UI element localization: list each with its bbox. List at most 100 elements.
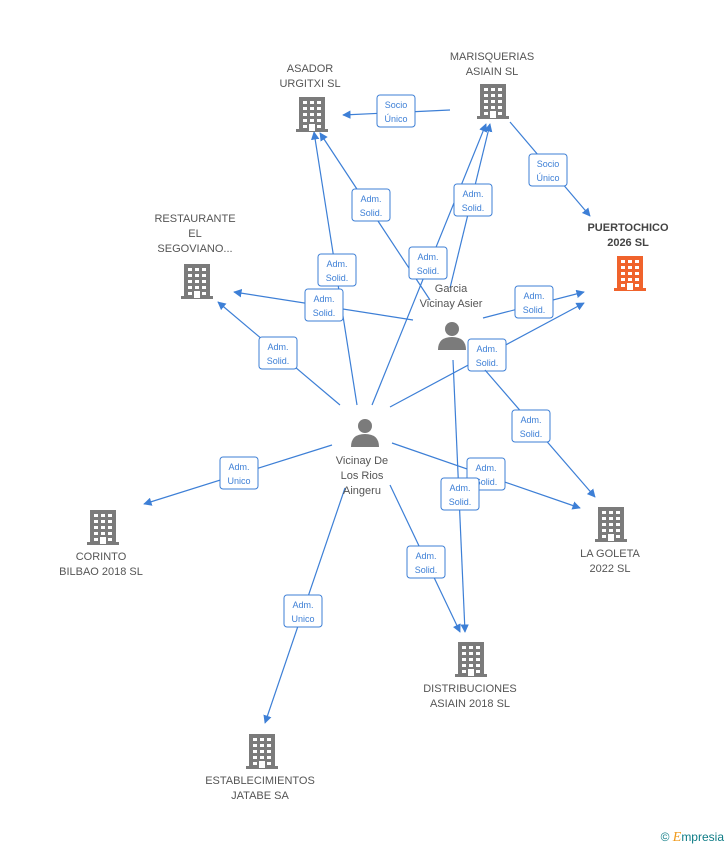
company-name: URGITXI SL [279,78,340,90]
edge-label-text: Adm. [360,194,381,204]
edge-label-text: Adm. [462,189,483,199]
edge-vicinay-to-distribuciones: Adm.Solid. [389,484,461,633]
company-name: LA GOLETA [580,548,640,560]
edge-label-text: Adm. [523,291,544,301]
edge-label-text: Adm. [228,462,249,472]
edge-label-text: Adm. [449,483,470,493]
edge-label-box [351,188,391,222]
company-name: BILBAO 2018 SL [59,566,143,578]
edge-label-text: Adm. [267,342,288,352]
edge-label-text: Solid. [417,266,440,276]
company-name: SEGOVIANO... [157,243,232,255]
person-icon [438,322,466,350]
edge-label-text: Solid. [267,356,290,366]
edge-label-text: Unico [227,476,250,486]
building-icon [455,642,487,677]
company-name: ESTABLECIMIENTOS [205,775,315,787]
edge-garcia-to-puertochico: Adm. Solid. [482,285,585,319]
edge-label-box [528,153,568,187]
person-icon [351,419,379,447]
edge-garcia-to-restaurante: Adm. Solid. [233,288,414,322]
edge-label-box [283,594,323,628]
company-node-asador[interactable]: ASADOR URGITXI SL [279,63,341,132]
company-name: ASIAIN 2018 SL [430,698,510,710]
person-name: Garcia [435,283,468,295]
edge-label-text: Solid. [449,497,472,507]
company-name: PUERTOCHICO [587,222,669,234]
building-icon [87,510,119,545]
person-name: Los Rios [341,470,384,482]
edge-vicinay-to-establecimientos: Adm.Unico [263,487,346,724]
empresia-watermark: © Empresia [661,830,724,846]
edge-label-text: Único [384,114,407,124]
edge-label-box [219,456,259,490]
company-node-goleta[interactable]: LA GOLETA 2022 SL [580,507,641,575]
edge-label-box [440,477,480,511]
edge-label-text: Solid. [360,208,383,218]
building-icon [181,264,213,299]
edge-label-text: Solid. [475,477,498,487]
edge-vicinay-to-puertochico: Adm. Solid. [389,302,585,408]
building-icon [296,97,328,132]
company-node-restaurante[interactable]: RESTAURANTE EL SEGOVIANO... [154,213,236,299]
person-name: Vicinay De [336,455,388,467]
edge-garcia-to-goleta: Adm. Solid. [484,369,596,498]
edge-label-text: Único [536,173,559,183]
company-name: RESTAURANTE [154,213,235,225]
company-name: CORINTO [76,551,127,563]
edge-label-box [406,545,446,579]
building-icon [614,256,646,291]
company-node-puertochico[interactable]: PUERTOCHICO 2026 SL [587,222,669,291]
edge-label-text: Adm. [326,259,347,269]
edge-label-box [317,253,357,287]
company-name: EL [188,228,201,240]
edge-label-text: Solid. [520,429,543,439]
edge-label-text: Adm. [475,463,496,473]
edge-label-text: Socio [385,100,408,110]
edge-garcia-to-marisquerias: Adm. Solid. [449,123,493,289]
company-name: 2026 SL [607,237,649,249]
company-name: ASADOR [287,63,334,75]
edge-label-box [453,183,493,217]
company-name: DISTRIBUCIONES [423,683,517,695]
copyright-symbol: © [660,830,670,844]
company-node-distribuciones[interactable]: DISTRIBUCIONES ASIAIN 2018 SL [423,642,517,710]
person-name: Aingeru [343,485,381,497]
edge-vicinay-to-asador: Adm. Solid. [311,131,358,406]
edge-vicinay-to-goleta: Adm. Solid. [391,442,581,510]
company-node-corinto[interactable]: CORINTO BILBAO 2018 SL [59,510,143,578]
edge-label-text: Adm. [476,344,497,354]
edge-label-text: Adm. [313,294,334,304]
edge-label-box [258,336,298,370]
edge-label-text: Solid. [476,358,499,368]
edge-label-text: Solid. [523,305,546,315]
building-icon [477,84,509,119]
edge-label-box [514,285,554,319]
edge-label-text: Solid. [313,308,336,318]
edge-label-text: Adm. [520,415,541,425]
brand-initial: E [672,830,682,845]
edge-vicinay-to-marisquerias: Adm. Solid. [371,123,488,406]
edge-label-text: Adm. [417,252,438,262]
company-name: MARISQUERIAS [450,51,534,63]
edge-label-box [511,409,551,443]
edge-label-text: Adm. [415,551,436,561]
edge-label-box [304,288,344,322]
building-icon [595,507,627,542]
building-icon [246,734,278,769]
edge-label-text: Solid. [462,203,485,213]
company-name: 2022 SL [590,563,631,575]
edge-label-text: Solid. [326,273,349,283]
brand-name: mpresia [681,830,724,844]
person-name: Vicinay Asier [420,298,483,310]
edge-garcia-to-distribuciones: Adm. Solid. [440,359,480,633]
edge-vicinay-to-corinto: Adm. Unico [143,444,333,506]
edge-label-box [408,246,448,280]
